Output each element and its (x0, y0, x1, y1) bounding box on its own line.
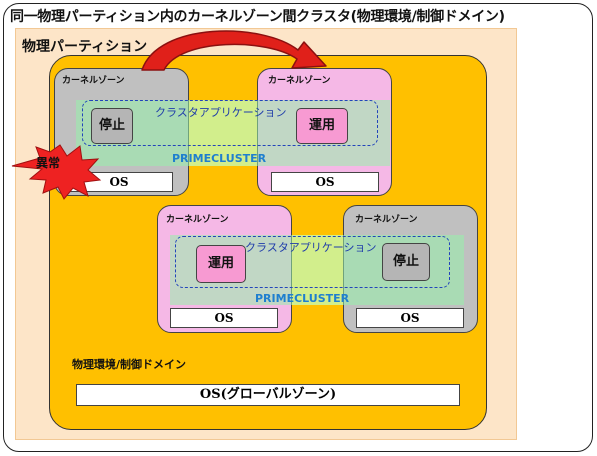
control-domain-label: 物理環境/制御ドメイン (72, 358, 187, 371)
kernel-zone-label: カーネルゾーン (355, 215, 418, 225)
global-zone-os: OS(グローバルゾーン) (76, 384, 460, 406)
cluster-application-label: クラスタアプリケーション (155, 106, 287, 119)
partition-label: 物理パーティション (22, 39, 148, 55)
cluster-application-label: クラスタアプリケーション (245, 241, 377, 254)
os-box: OS (170, 308, 278, 328)
os-box: OS (356, 308, 464, 328)
status-running: 運用 (296, 108, 348, 144)
primecluster-label: PRIMECLUSTER (255, 292, 350, 305)
status-stopped: 停止 (91, 108, 133, 144)
primecluster-label: PRIMECLUSTER (172, 152, 267, 165)
os-box: OS (271, 172, 379, 192)
kernel-zone-label: カーネルゾーン (166, 215, 229, 225)
primecluster-link (292, 235, 343, 305)
diagram-title: 同一物理パーティション内のカーネルゾーン間クラスタ(物理環境/制御ドメイン) (10, 9, 505, 25)
cluster-application-box (82, 100, 378, 146)
primecluster-link (189, 100, 257, 166)
status-stopped: 停止 (382, 243, 430, 281)
kernel-zone-label: カーネルゾーン (268, 76, 331, 86)
fault-label: 異常 (36, 156, 61, 170)
status-running: 運用 (196, 245, 246, 283)
kernel-zone-label: カーネルゾーン (62, 76, 125, 86)
cluster-application-box (175, 236, 450, 288)
